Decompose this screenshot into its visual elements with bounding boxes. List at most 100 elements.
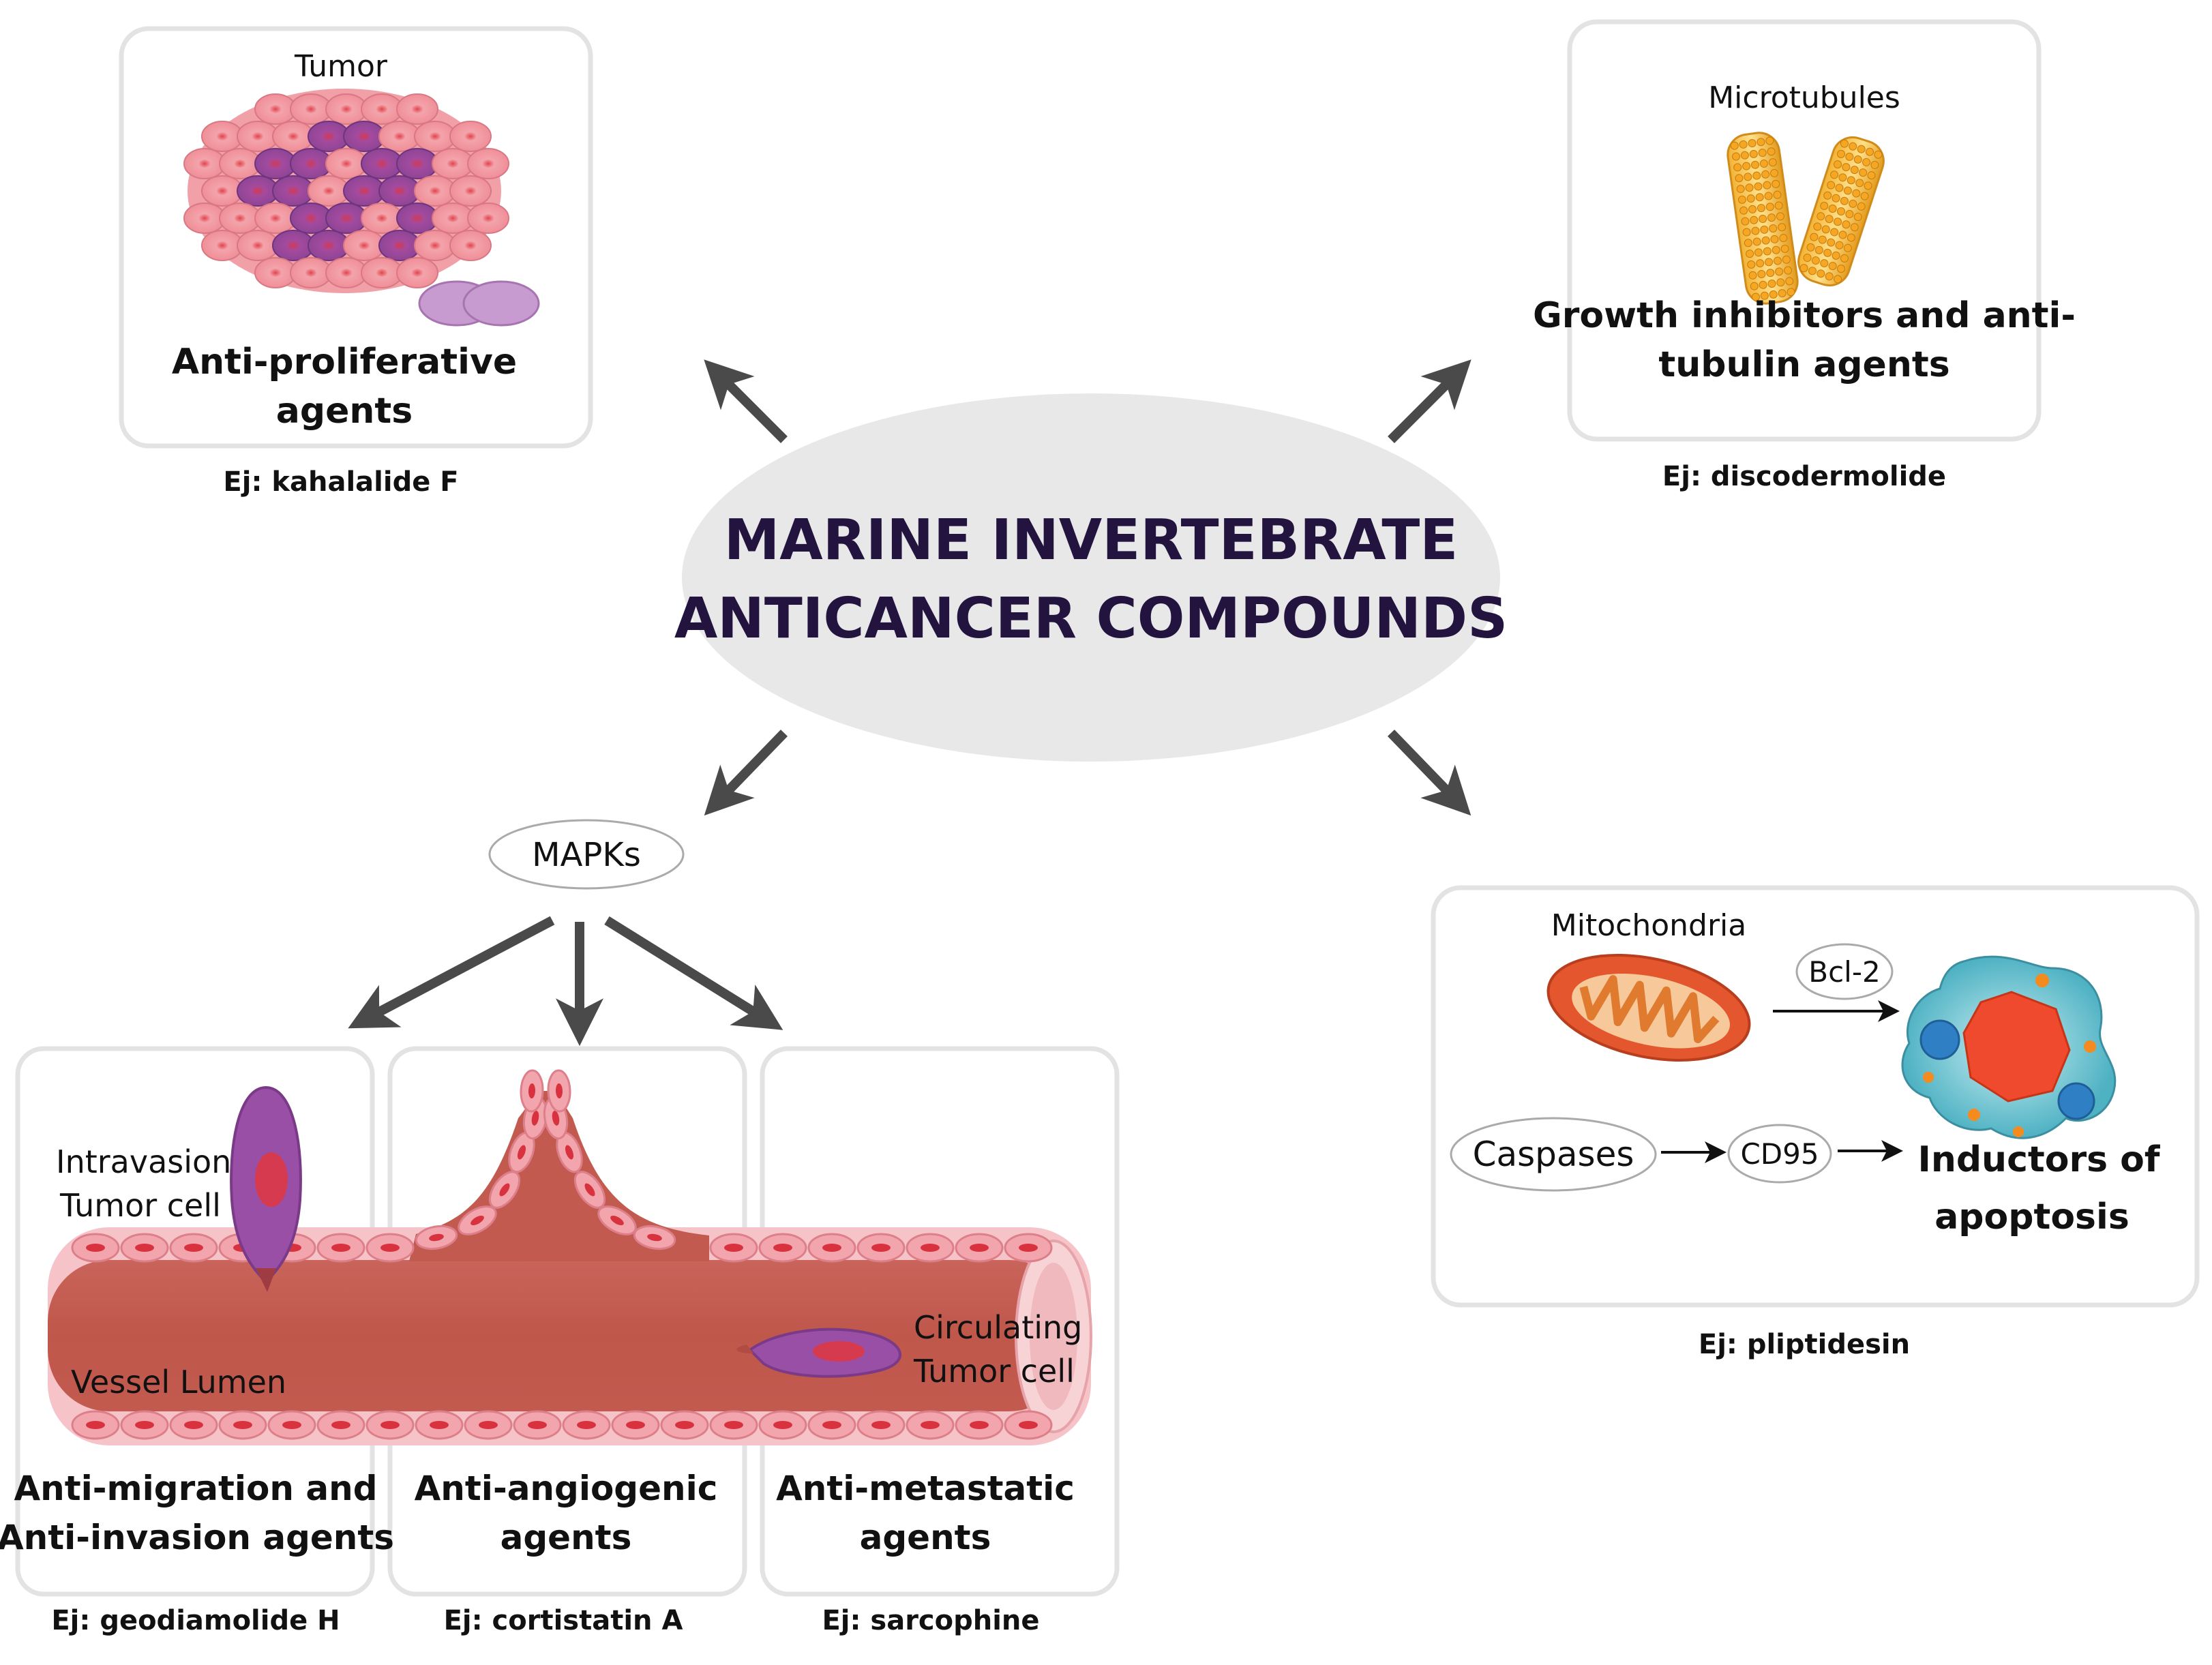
tubulin-dimer — [1748, 271, 1757, 280]
endothelial-nucleus — [577, 1421, 596, 1429]
panel-growth-inhibitors: Microtubules Growth inhibitors and anti-… — [1533, 19, 2076, 442]
tubulin-dimer — [1849, 199, 1857, 208]
endothelial-nucleus — [724, 1244, 743, 1252]
endothelial-nucleus — [479, 1421, 498, 1429]
tubulin-dimer — [1773, 190, 1782, 199]
intravasion-label-line2: Tumor cell — [59, 1187, 221, 1224]
mapks-node: MAPKs — [488, 819, 685, 890]
tubulin-dimer — [1758, 149, 1767, 158]
endothelial-nucleus — [1019, 1421, 1038, 1429]
sprout-endothelial-cell — [633, 1225, 676, 1250]
apoptotic-cell-illustration — [1901, 955, 2117, 1139]
endothelial-nucleus — [822, 1421, 841, 1429]
anti-metastatic-title-line2: agents — [860, 1518, 991, 1557]
tubulin-dimer — [1737, 195, 1746, 204]
tubulin-dimer — [1742, 162, 1751, 170]
tubulin-dimer — [1767, 147, 1776, 156]
tubulin-dimer — [1767, 280, 1776, 288]
tubulin-dimer — [1799, 264, 1808, 273]
endothelial-nucleus — [675, 1421, 694, 1429]
tubulin-dimer — [1752, 171, 1761, 180]
tubulin-dimer — [1765, 202, 1774, 211]
tubulin-dimer — [1769, 224, 1778, 233]
tubulin-dimer — [1765, 136, 1774, 145]
tubulin-dimer — [1837, 207, 1845, 215]
anti-angiogenic-example: Ej: cortistatin A — [444, 1605, 683, 1636]
endothelial-nucleus — [380, 1244, 400, 1252]
tubulin-dimer — [1787, 288, 1795, 297]
tubulin-dimer — [1866, 147, 1874, 156]
tubulin-dimer — [1740, 151, 1749, 160]
tubulin-dimer — [1736, 185, 1745, 194]
tubulin-dimer — [1843, 243, 1852, 252]
tubulin-dimer — [1864, 181, 1872, 190]
tubulin-dimer — [1733, 163, 1742, 172]
anti-migration-title-line1: Anti-migration and — [14, 1469, 377, 1508]
tubulin-dimer — [1754, 248, 1763, 257]
tubulin-dimer — [1847, 176, 1855, 185]
tubulin-dimer — [1769, 168, 1778, 177]
tubulin-dimer — [1739, 140, 1748, 149]
tubulin-dimer — [1870, 160, 1879, 169]
sprout-endothelial-cell — [597, 1205, 637, 1235]
tumor-label: Tumor — [294, 49, 388, 84]
endothelial-nucleus — [135, 1421, 154, 1429]
sprout-endothelial-cell — [573, 1171, 606, 1209]
apoptosis-example: Ej: pliptidesin — [1699, 1329, 1910, 1360]
tubulin-dimer — [1759, 159, 1768, 168]
tubulin-dimer — [1741, 217, 1750, 226]
apoptosis-title-line2: apoptosis — [1934, 1197, 2129, 1238]
sprout-endothelial-cell — [556, 1131, 583, 1173]
endothelial-nucleus — [921, 1421, 940, 1429]
tubulin-dimer — [1763, 181, 1772, 190]
tubulin-dimer — [1766, 269, 1775, 278]
tubulin-dimer — [1828, 262, 1837, 271]
tubulin-dimer — [1840, 254, 1849, 262]
tubulin-dimer — [1818, 235, 1827, 244]
tubulin-dimer — [1842, 220, 1851, 229]
tubulin-dimer — [1857, 202, 1866, 211]
tubulin-dimer — [1859, 168, 1868, 177]
tubulin-dimer — [1776, 212, 1784, 221]
tubulin-dimer — [1784, 266, 1793, 275]
cd95-label: CD95 — [1740, 1137, 1819, 1171]
tubulin-dimer — [1773, 256, 1782, 265]
tubulin-dimer — [1751, 160, 1760, 169]
anti-angiogenic-title-line1: Anti-angiogenic — [415, 1469, 718, 1508]
tubulin-dimer — [1835, 241, 1844, 250]
tubulin-dimer — [1855, 179, 1864, 188]
tubulin-dimer — [1817, 212, 1825, 221]
arrow-to-growth-inhibitors — [1388, 359, 1471, 443]
vessel-illustration: Intravasion Tumor cell Vessel Lumen Circ… — [48, 1069, 1092, 1445]
tubulin-dimer — [1834, 160, 1842, 169]
cd95-node: CD95 — [1727, 1124, 1832, 1184]
apoptosis-title-line1: Inductors of — [1917, 1139, 2160, 1180]
mitochondria-illustration — [1546, 953, 1751, 1062]
endothelial-nucleus — [773, 1421, 792, 1429]
sprout-endothelial-cell — [547, 1069, 571, 1113]
arrow-to-anti-proliferative — [704, 359, 788, 443]
tubulin-dimer — [1747, 260, 1756, 269]
anti-metastatic-example: Ej: sarcophine — [822, 1605, 1039, 1636]
circulating-tumor-cell — [736, 1328, 901, 1378]
mapks-label: MAPKs — [532, 836, 641, 874]
tubulin-dimer — [1763, 247, 1772, 256]
tubulin-dimer — [1849, 142, 1857, 151]
endothelial-nucleus — [871, 1421, 891, 1429]
tubulin-dimer — [1817, 269, 1825, 278]
sprout-endothelial-cell — [458, 1205, 497, 1235]
intravasion-label-line1: Intravasion — [56, 1143, 231, 1180]
tubulin-dimer — [1732, 152, 1741, 161]
tubulin-dimer — [1828, 204, 1837, 213]
tubulin-dimer — [1774, 201, 1783, 210]
endothelial-nucleus — [921, 1244, 940, 1252]
tubulin-dimer — [1847, 233, 1855, 242]
tubulin-dimer — [1742, 228, 1751, 237]
tubulin-dimer — [1862, 158, 1871, 166]
endothelial-nucleus — [430, 1421, 449, 1429]
tubulin-dimer — [1750, 215, 1759, 224]
tubulin-dimer — [1749, 149, 1758, 158]
tubulin-dimer — [1778, 289, 1787, 298]
endothelial-nucleus — [86, 1421, 105, 1429]
